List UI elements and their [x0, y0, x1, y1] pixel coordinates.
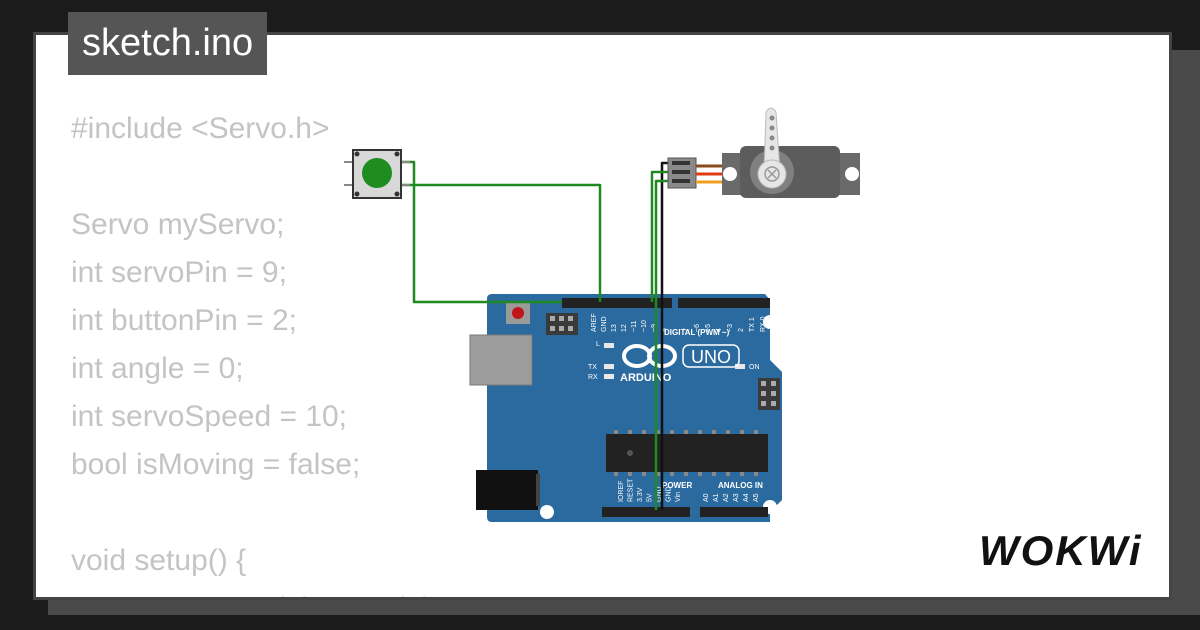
led-rx — [604, 374, 614, 379]
pin-label: RX 0 — [760, 316, 767, 332]
wokwi-logo: WOKWi — [979, 527, 1143, 574]
pin-label: ~10 — [641, 320, 648, 332]
pin-label: 4 — [716, 328, 723, 332]
code-line: Servo myServo; — [71, 208, 285, 241]
digital-label: DIGITAL (PWM ~) — [664, 328, 730, 337]
analog-header — [700, 507, 768, 517]
code-line: void setup() { — [71, 544, 247, 577]
digital-header-left — [562, 298, 672, 308]
pin-label: A4 — [743, 493, 750, 502]
arduino-uno-board[interactable]: UNO ARDUINO DIGITAL (PWM ~) POWER ANALOG… — [469, 294, 782, 522]
pin-label: 12 — [621, 324, 628, 332]
icsp-header — [546, 313, 578, 335]
pin-label: A5 — [753, 493, 760, 502]
pin-label: A3 — [733, 493, 740, 502]
pin-label: IOREF — [618, 481, 625, 502]
power-header — [602, 507, 690, 517]
push-button[interactable] — [344, 149, 410, 199]
wire-servo-vcc — [654, 179, 668, 510]
wire-servo-signal — [650, 170, 668, 302]
pin-label: ~6 — [694, 324, 701, 332]
servo-motor[interactable] — [667, 107, 860, 198]
pin-label: GND — [601, 316, 608, 332]
code-line: int buttonPin = 2; — [71, 304, 297, 337]
pin-label: ~5 — [705, 324, 712, 332]
uno-badge — [682, 344, 740, 368]
wokwi-logo-text: WOKWi — [979, 527, 1143, 574]
pin-label: A0 — [703, 493, 710, 502]
pin-label: ~9 — [651, 324, 658, 332]
wire-button-pin — [402, 160, 562, 304]
button-cap[interactable] — [362, 158, 392, 188]
code-line: int angle = 0; — [71, 352, 244, 385]
code-line: int servoSpeed = 10; — [71, 400, 348, 433]
led-tx-label: TX — [588, 364, 597, 371]
pin-label: RESET — [628, 478, 635, 502]
pin-label: TX 1 — [749, 317, 756, 332]
board-brand: ARDUINO — [620, 372, 672, 384]
pin-label: AREF — [591, 313, 598, 332]
digital-header-right — [678, 298, 770, 308]
led-on — [735, 364, 745, 369]
wire-button-gnd — [402, 183, 602, 302]
pin-label: 13 — [611, 324, 618, 332]
pin-label: 3.3V — [637, 487, 644, 502]
usb-port — [469, 334, 533, 386]
pin-label: Vin — [675, 492, 682, 502]
pin-label: GND — [666, 486, 673, 502]
icsp-header-right — [758, 378, 780, 410]
pin-label: ~11 — [631, 321, 638, 332]
pin-label: 5V — [647, 493, 654, 502]
file-name-tab: sketch.ino — [68, 12, 268, 75]
led-on-label: ON — [749, 364, 760, 371]
code-line: int servoPin = 9; — [71, 256, 287, 289]
pin-label: A1 — [713, 493, 720, 502]
pin-label: A2 — [723, 493, 730, 502]
code-preview: #include <Servo.h> Servo myServo; int se… — [71, 105, 441, 597]
pin-label: ~3 — [727, 324, 734, 332]
pin-label: GND — [656, 486, 663, 502]
code-line: bool isMoving = false; — [71, 448, 361, 481]
wire-servo-gnd — [660, 161, 668, 510]
pin-label: 2 — [738, 328, 745, 332]
led-l — [604, 343, 614, 348]
code-line: myServo.attach(servoPin); — [71, 585, 441, 597]
power-label: POWER — [662, 481, 692, 490]
mounting-hole — [540, 505, 554, 519]
power-jack — [476, 470, 538, 510]
pin-label: 7 — [683, 328, 690, 332]
wires — [402, 160, 668, 510]
mounting-hole — [763, 315, 777, 329]
pin-label: 8 — [661, 328, 668, 332]
led-tx — [604, 364, 614, 369]
analog-label: ANALOG IN — [718, 481, 763, 490]
led-l-label: L — [596, 341, 600, 348]
led-rx-label: RX — [588, 374, 598, 381]
board-model: UNO — [691, 347, 731, 367]
code-line: #include <Servo.h> — [71, 112, 330, 145]
